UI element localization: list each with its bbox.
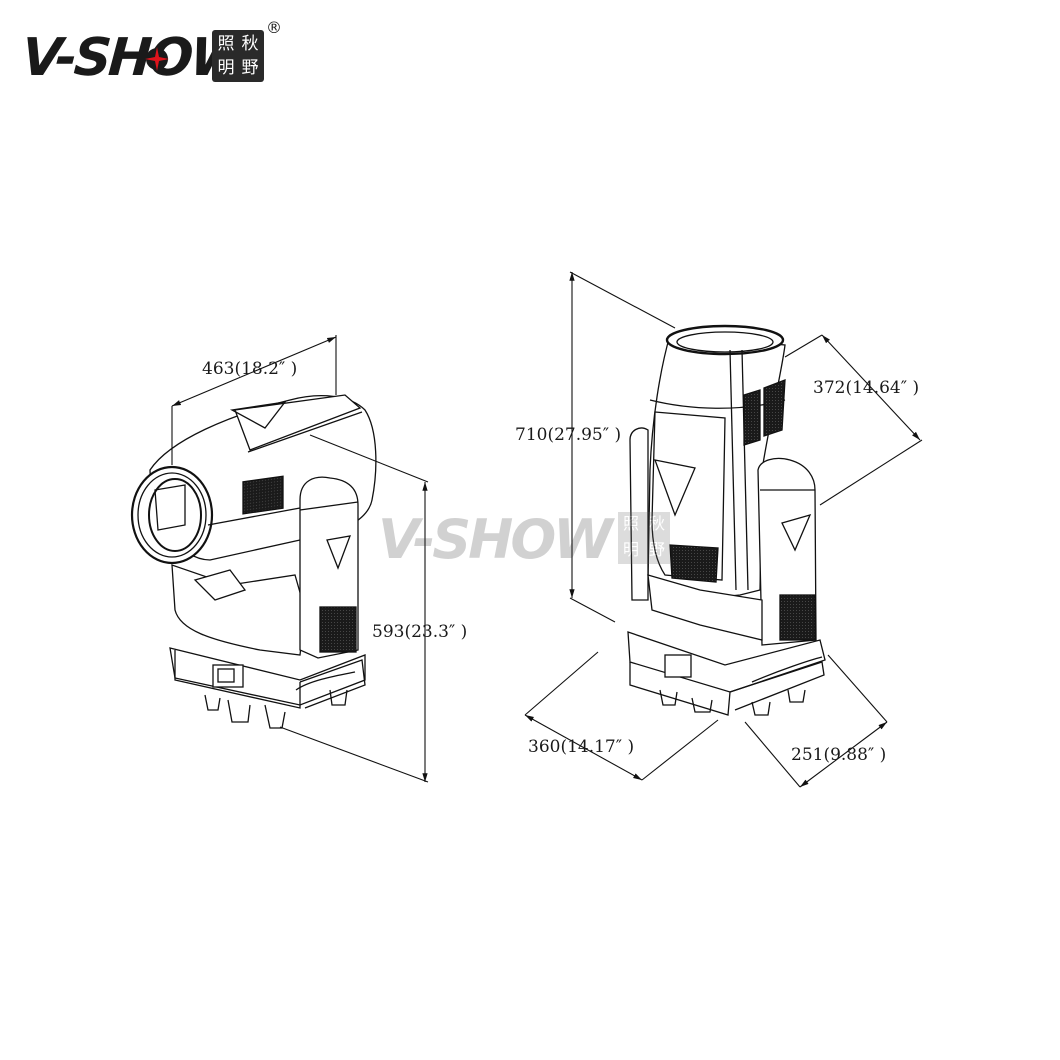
registered-mark: ® — [266, 18, 282, 37]
dimension-label-width-463: 463(18.2″ ) — [202, 359, 298, 379]
front-view-fixture — [627, 324, 826, 716]
dimension-label-height-710: 710(27.95″ ) — [515, 425, 622, 445]
watermark-brand: V-SHOW — [378, 508, 613, 571]
brand-logo: V-SHOW 照 秋 明 野 ® — [20, 18, 282, 92]
dimension-label-base-360: 360(14.17″ ) — [528, 737, 635, 757]
seal-char: 秋 — [241, 34, 259, 54]
logo-star-icon — [145, 47, 169, 71]
seal-char: 明 — [217, 58, 235, 78]
seal-char: 野 — [648, 540, 665, 559]
seal-char: 照 — [622, 514, 639, 533]
dimension-label-height-593: 593(23.3″ ) — [372, 622, 468, 642]
dimension-lines — [171, 271, 923, 788]
side-view-fixture — [130, 394, 377, 729]
seal-char: 照 — [217, 34, 235, 54]
watermark-seal: 照 秋 明 野 — [618, 512, 670, 564]
dimension-label-base-251: 251(9.88″ ) — [791, 745, 887, 765]
seal-char: 明 — [622, 540, 639, 559]
seal-char: 秋 — [648, 514, 665, 533]
dimension-label-head-372: 372(14.64″ ) — [813, 378, 920, 398]
brand-chinese-seal: 照 秋 明 野 — [212, 30, 264, 82]
watermark: V-SHOW 照 秋 明 野 — [378, 508, 678, 571]
seal-char: 野 — [241, 58, 259, 78]
